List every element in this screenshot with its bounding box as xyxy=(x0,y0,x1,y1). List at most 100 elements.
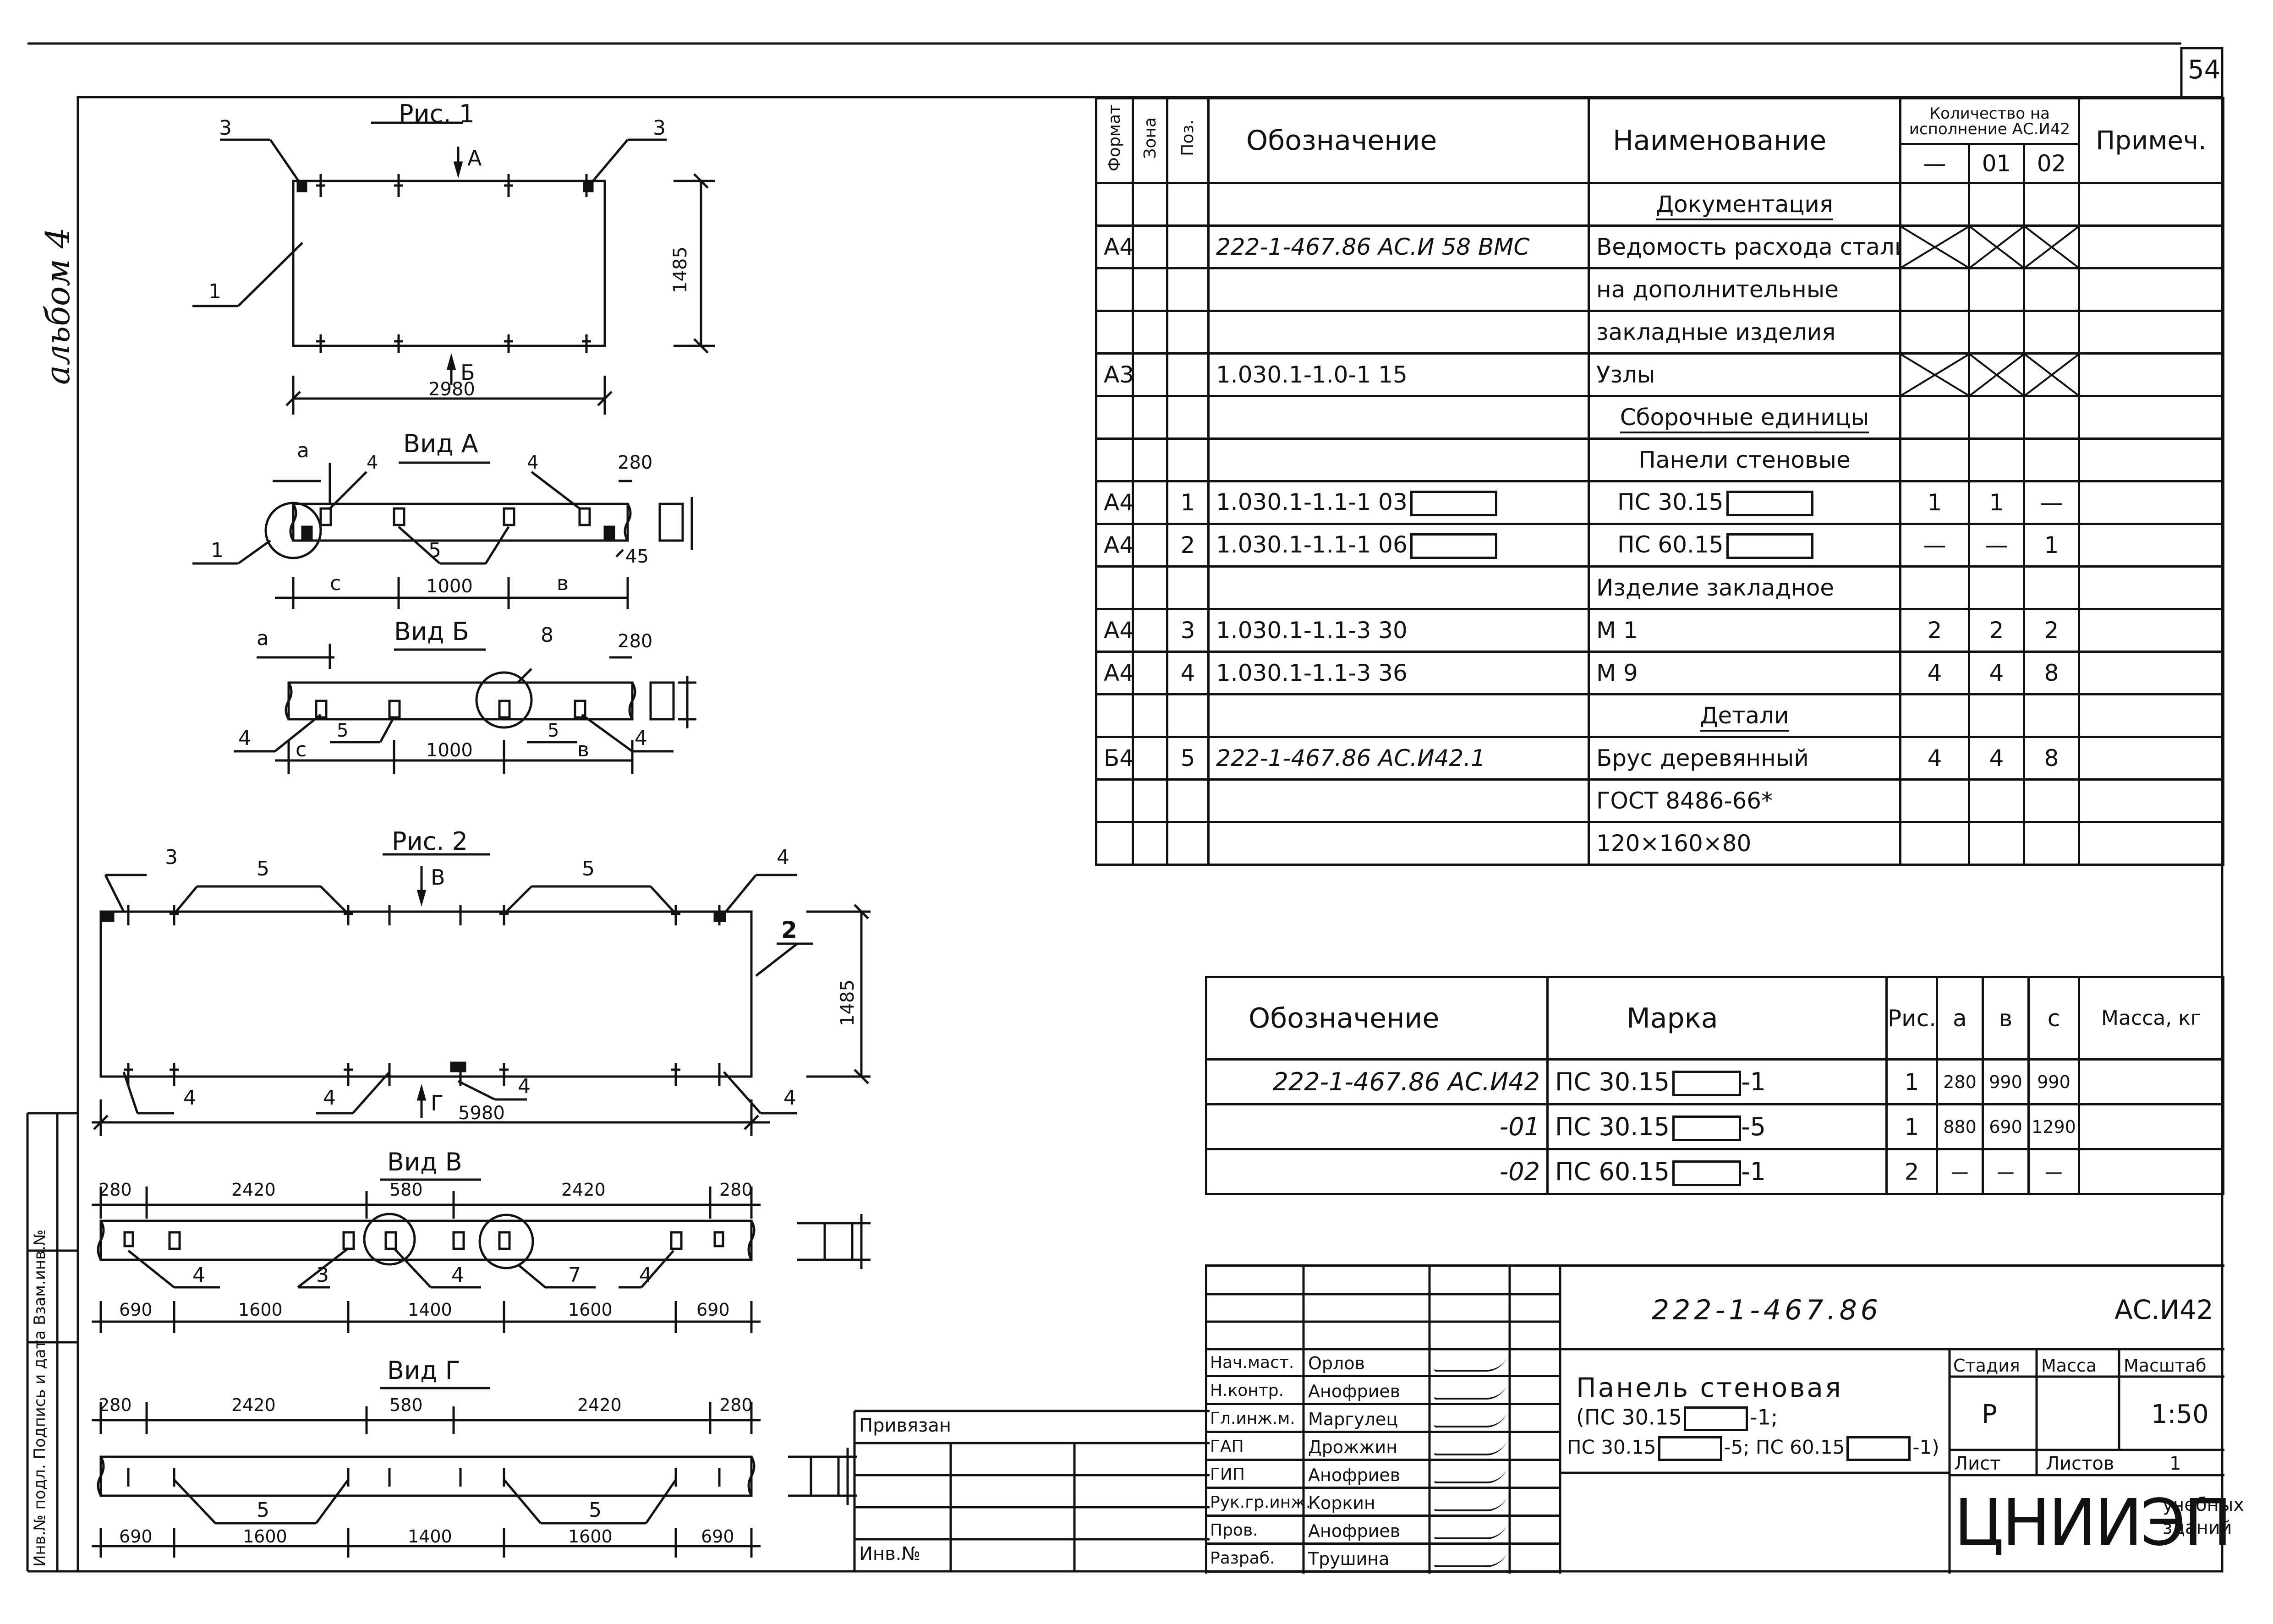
marks-mark-pre: ПС 30.15 xyxy=(1555,1067,1670,1096)
marks-mark-post: -1 xyxy=(1741,1157,1766,1186)
spec-cell-designation xyxy=(1207,565,1590,610)
fig1-width-dim: 2980 xyxy=(428,379,475,400)
view-b-c: с xyxy=(296,738,307,761)
view-v-title: Вид В xyxy=(387,1148,462,1176)
role-signature xyxy=(1433,1356,1508,1372)
spec-cell-pos: 3 xyxy=(1166,608,1210,653)
role-row: Пров.Анофриев xyxy=(1207,1517,1560,1545)
view-a-v: в xyxy=(557,572,569,595)
sheets-label: Листов xyxy=(2046,1453,2114,1474)
spec-name-text: М 9 xyxy=(1596,660,1638,686)
view-v-dim-top-2: 580 xyxy=(389,1180,423,1200)
marks-cell-fig: 1 xyxy=(1885,1103,1938,1150)
spec-cell-note xyxy=(2078,182,2224,227)
sheets-value: 1 xyxy=(2169,1453,2181,1474)
spec-row: Панели стеновые xyxy=(1095,437,2224,482)
spec-cell-note xyxy=(2078,778,2224,823)
spec-designation-text: 1.030.1-1.1-3 30 xyxy=(1216,617,1408,644)
spec-cell-designation: 1.030.1-1.1-1 03 xyxy=(1207,480,1590,525)
view-a-5: 5 xyxy=(428,539,441,562)
spec-cell-qty: 2 xyxy=(1899,608,1970,653)
spec-cell-zone xyxy=(1132,523,1168,568)
spec-header-subrow: — 01 02 xyxy=(1096,143,2224,184)
view-a-280: 280 xyxy=(618,452,653,473)
org-sub-2: зданий xyxy=(2163,1517,2232,1538)
spec-cell-zone xyxy=(1132,395,1168,440)
fig2-width-dim: 5980 xyxy=(458,1103,505,1124)
spec-cell-name: 120×160×80 xyxy=(1588,821,1901,866)
spec-cell-qty xyxy=(2023,437,2080,482)
spec-cell-format xyxy=(1095,693,1134,738)
spec-cell-name: Изделие закладное xyxy=(1588,565,1901,610)
spec-cell-designation xyxy=(1207,310,1590,355)
spec-header-qty: Количество на исполнение АС.И42 xyxy=(1899,97,2080,145)
view-v-dim-bottom-4: 690 xyxy=(696,1300,730,1320)
role-signature xyxy=(1433,1552,1508,1567)
spec-cell-qty xyxy=(1899,395,1970,440)
spec-cell-zone xyxy=(1132,352,1168,397)
spec-cell-zone xyxy=(1132,693,1168,738)
privyazan-label: Привязан xyxy=(859,1415,952,1436)
spec-cell-format: А4 xyxy=(1095,523,1134,568)
marks-header-designation: Обозначение xyxy=(1205,976,1549,1061)
spec-cell-note xyxy=(2078,310,2224,355)
spec-cell-qty xyxy=(1968,821,2025,866)
spec-cell-designation: 222-1-467.86 АС.И 58 ВМС xyxy=(1207,224,1590,269)
spec-cell-qty xyxy=(1899,310,1970,355)
view-v-leader-4b: 4 xyxy=(451,1263,464,1287)
role-signature xyxy=(1433,1524,1508,1539)
fig1-leader-3-right: 3 xyxy=(653,116,666,140)
spec-cell-zone xyxy=(1132,182,1168,227)
spec-cell-qty: 8 xyxy=(2023,736,2080,781)
sheet-label: Лист xyxy=(1954,1453,2001,1474)
spec-cell-designation: 1.030.1-1.1-3 36 xyxy=(1207,651,1590,695)
view-g-dim-top-3: 2420 xyxy=(577,1395,622,1415)
marks-header-a: а xyxy=(1936,976,1984,1061)
spec-cell-zone xyxy=(1132,651,1168,695)
spec-cell-designation xyxy=(1207,778,1590,823)
spec-cell-qty xyxy=(2023,310,2080,355)
spec-cell-qty: — xyxy=(1968,523,2025,568)
spec-header-qty-01: 01 xyxy=(1968,143,2025,184)
view-v-dim-top-1: 2420 xyxy=(231,1180,276,1200)
marks-mark-pre: ПС 60.15 xyxy=(1555,1157,1670,1186)
spec-cell-pos xyxy=(1166,778,1210,823)
spec-cell-pos: 1 xyxy=(1166,480,1210,525)
spec-cell-qty xyxy=(2023,693,2080,738)
fig2-leader-4d: 4 xyxy=(783,1086,796,1110)
spec-cell-qty: 2 xyxy=(2023,608,2080,653)
privyazan-grid xyxy=(853,1410,1210,1571)
marks-cell-mass xyxy=(2078,1103,2224,1150)
marks-cell-designation: 222-1-467.86 АС.И42 xyxy=(1205,1058,1549,1105)
marks-cell-c: — xyxy=(2027,1148,2080,1195)
spec-cell-designation xyxy=(1207,182,1590,227)
spec-cell-qty-crossed xyxy=(1899,224,1970,269)
spec-cell-zone xyxy=(1132,778,1168,823)
fig1-title: Рис. 1 xyxy=(399,99,475,128)
role-person: Трушина xyxy=(1308,1549,1390,1569)
view-b-title: Вид Б xyxy=(394,617,469,646)
role-person: Дрожжин xyxy=(1308,1437,1398,1457)
view-v-dim-top-4: 280 xyxy=(719,1180,753,1200)
marks-mark-box xyxy=(1672,1071,1742,1097)
spec-cell-qty: 4 xyxy=(1899,651,1970,695)
spec-cell-format xyxy=(1095,778,1134,823)
marks-cell-b: 990 xyxy=(1982,1058,2030,1105)
spec-cell-format xyxy=(1095,821,1134,866)
marks-mark-post: -5 xyxy=(1741,1112,1766,1141)
spec-name-box xyxy=(1726,491,1813,517)
view-v-leader-3: 3 xyxy=(316,1263,329,1287)
view-v-dim-bottom-0: 690 xyxy=(119,1300,153,1320)
marks-cell-b: 690 xyxy=(1982,1103,2030,1150)
view-b-280: 280 xyxy=(618,631,653,652)
view-v-dim-bottom-1: 1600 xyxy=(238,1300,283,1320)
spec-cell-qty-crossed xyxy=(2023,224,2080,269)
marks-mark-box xyxy=(1672,1115,1742,1142)
view-v-drawing xyxy=(92,1178,871,1333)
spec-cell-note xyxy=(2078,608,2224,653)
